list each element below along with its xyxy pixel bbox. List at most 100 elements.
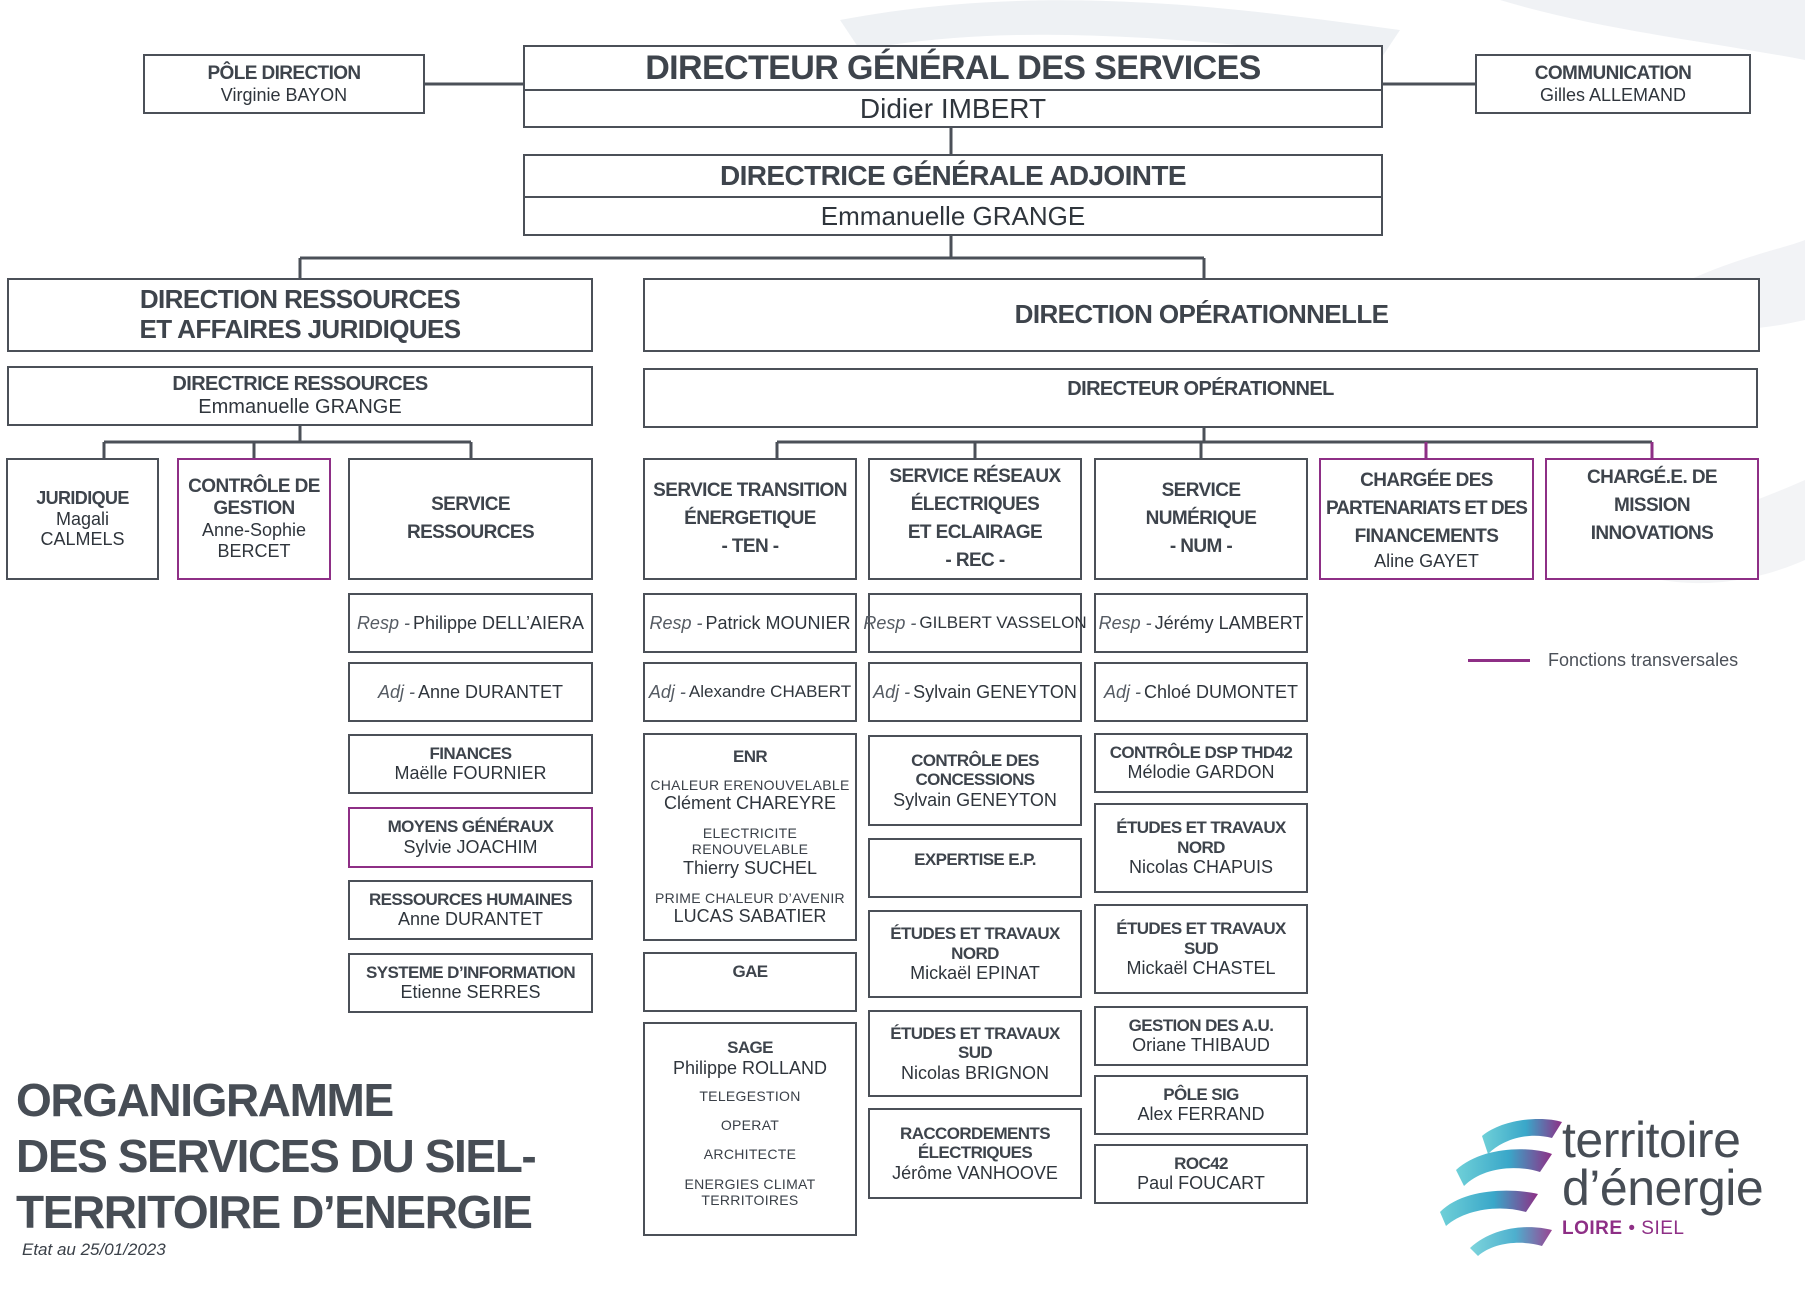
partenariats-name: Aline GAYET: [1374, 550, 1479, 571]
legend-label: Fonctions transversales: [1548, 650, 1739, 670]
ressources-resp-label: Resp -: [356, 612, 410, 633]
direction-ressources-title-1: DIRECTION RESSOURCES: [139, 284, 461, 315]
partenariats-title-2: PARTENARIATS ET DES: [1326, 497, 1528, 519]
rec-etudes-nord-title-1: ÉTUDES ET TRAVAUX: [890, 924, 1060, 944]
innovations-title-1: CHARGÉ.E. DE: [1586, 467, 1718, 488]
direction-operationnelle-title: DIRECTION OPÉRATIONNELLE: [1014, 299, 1389, 330]
service-ten-box: SERVICE TRANSITION ÉNERGETIQUE - TEN -: [643, 458, 857, 580]
ressources-humaines-name: Anne DURANTET: [397, 909, 544, 930]
num-etudes-nord-name: Nicolas CHAPUIS: [1128, 857, 1274, 878]
service-ressources-box: SERVICE RESSOURCES: [348, 458, 593, 580]
service-ten-title-1: SERVICE TRANSITION: [653, 480, 847, 501]
dgs-title: DIRECTEUR GÉNÉRAL DES SERVICES: [645, 49, 1261, 87]
raccordements-box: RACCORDEMENTS ÉLECTRIQUES Jérôme VANHOOV…: [868, 1108, 1082, 1199]
innovations-title-3: INNOVATIONS: [1590, 523, 1714, 544]
communication-title: COMMUNICATION: [1534, 62, 1692, 84]
dga-divider: [525, 196, 1381, 198]
direction-operationnelle-box: DIRECTION OPÉRATIONNELLE: [643, 278, 1760, 352]
ten-resp-box: Resp - Patrick MOUNIER: [643, 593, 857, 653]
enr-name-2: Thierry SUCHEL: [682, 857, 818, 878]
enr-name-3: LUCAS SABATIER: [673, 906, 827, 927]
legend: Fonctions transversales: [1468, 650, 1738, 671]
logo-line-1: territoire: [1562, 1112, 1741, 1168]
date-stamp: Etat au 25/01/2023: [22, 1240, 166, 1259]
rec-etudes-sud-name: Nicolas BRIGNON: [900, 1062, 1050, 1083]
sage-sub-4a: ENERGIES CLIMAT: [684, 1175, 816, 1192]
service-ressources-title-1: SERVICE: [431, 494, 510, 515]
service-num-title-3: - NUM -: [1169, 536, 1233, 557]
innovations-title-2: MISSION: [1613, 495, 1691, 516]
rec-adj-name: Sylvain GENEYTON: [913, 681, 1077, 702]
dgs-divider: [525, 89, 1381, 91]
gae-title: GAE: [732, 962, 768, 981]
direction-ressources-title-2: ET AFFAIRES JURIDIQUES: [139, 314, 462, 344]
num-etudes-sud-title-2: SUD: [1183, 938, 1219, 958]
logo-wordmark: territoire d’énergie: [1562, 1112, 1764, 1213]
pole-sig-box: PÔLE SIG Alex FERRAND: [1094, 1075, 1308, 1135]
directrice-ressources-title: DIRECTRICE RESSOURCES: [172, 373, 428, 395]
ten-adj-box: Adj - Alexandre CHABERT: [643, 662, 857, 722]
logo-subtitle: LOIRE • SIEL: [1562, 1218, 1684, 1240]
finances-name: Maëlle FOURNIER: [394, 763, 547, 784]
page-title-line-2: DES SERVICES DU SIEL-: [16, 1130, 537, 1182]
ressources-adj-box: Adj - Anne DURANTET: [348, 662, 593, 722]
systeme-information-box: SYSTEME D’INFORMATION Etienne SERRES: [348, 953, 593, 1013]
communication-name: Gilles ALLEMAND: [1539, 84, 1687, 105]
enr-box: ENR CHALEUR ERENOUVELABLE Clément CHAREY…: [643, 733, 857, 941]
ten-adj-name: Alexandre CHABERT: [688, 682, 852, 702]
dga-box: DIRECTRICE GÉNÉRALE ADJOINTE Emmanuelle …: [523, 154, 1383, 236]
pole-sig-title: PÔLE SIG: [1163, 1084, 1239, 1104]
rec-etudes-nord-name: Mickaël EPINAT: [910, 963, 1040, 984]
rec-etudes-sud-title-1: ÉTUDES ET TRAVAUX: [890, 1023, 1060, 1043]
gestion-au-title: GESTION DES A.U.: [1128, 1015, 1274, 1035]
systeme-information-name: Etienne SERRES: [400, 982, 541, 1003]
territoire-energie-wave-logo-icon: [1440, 1118, 1562, 1256]
finances-box: FINANCES Maëlle FOURNIER: [348, 734, 593, 794]
juridique-box: JURIDIQUE Magali CALMELS: [6, 458, 159, 580]
controle-dsp-title: CONTRÔLE DSP THD42: [1109, 742, 1293, 762]
partenariats-box: CHARGÉE DES PARTENARIATS ET DES FINANCEM…: [1319, 458, 1534, 580]
innovations-box: CHARGÉ.E. DE MISSION INNOVATIONS: [1545, 458, 1759, 580]
roc42-name: Paul FOUCART: [1137, 1173, 1265, 1194]
ten-adj-label: Adj -: [648, 681, 686, 702]
legend-swatch: [1468, 659, 1530, 662]
rec-etudes-sud-title-2: SUD: [957, 1043, 993, 1063]
page-title-line-3: TERRITOIRE D’ENERGIE: [16, 1186, 533, 1238]
enr-name-1: Clément CHAREYRE: [663, 792, 837, 813]
service-rec-title-4: - REC -: [945, 550, 1005, 571]
service-ressources-title-2: RESSOURCES: [406, 522, 535, 543]
dgs-name: Didier IMBERT: [859, 93, 1047, 124]
ressources-humaines-box: RESSOURCES HUMAINES Anne DURANTET: [348, 880, 593, 940]
rec-etudes-nord-box: ÉTUDES ET TRAVAUX NORD Mickaël EPINAT: [868, 910, 1082, 998]
raccordements-title-2: ÉLECTRIQUES: [917, 1143, 1033, 1163]
controle-gestion-box: CONTRÔLE DE GESTION Anne-Sophie BERCET: [177, 458, 331, 580]
moyens-generaux-name: Sylvie JOACHIM: [403, 836, 538, 857]
partenariats-title-3: FINANCEMENTS: [1354, 525, 1499, 547]
service-ten-title-2: ÉNERGETIQUE: [684, 508, 816, 529]
service-ten-title-3: - TEN -: [721, 536, 779, 557]
directeur-operationnel-title: DIRECTEUR OPÉRATIONNEL: [1067, 378, 1334, 400]
moyens-generaux-title: MOYENS GÉNÉRAUX: [387, 817, 554, 837]
logo-sub-bold: LOIRE: [1562, 1218, 1623, 1239]
juridique-title: JURIDIQUE: [36, 487, 129, 508]
finances-title: FINANCES: [429, 743, 512, 763]
rec-adj-box: Adj - Sylvain GENEYTON: [868, 662, 1082, 722]
gestion-au-name: Oriane THIBAUD: [1132, 1035, 1270, 1056]
enr-sub-1: CHALEUR ERENOUVELABLE: [650, 776, 850, 793]
expertise-ep-box: EXPERTISE E.P.: [868, 838, 1082, 898]
enr-title: ENR: [732, 747, 768, 766]
num-etudes-nord-title-2: NORD: [1177, 837, 1225, 857]
service-num-title-1: SERVICE: [1161, 480, 1241, 501]
num-adj-label: Adj -: [1103, 681, 1141, 702]
service-num-box: SERVICE NUMÉRIQUE - NUM -: [1094, 458, 1308, 580]
num-etudes-nord-title-1: ÉTUDES ET TRAVAUX: [1116, 818, 1286, 838]
sage-sub-1: TELEGESTION: [699, 1088, 801, 1105]
expertise-ep-title: EXPERTISE E.P.: [914, 850, 1036, 869]
ressources-resp-box: Resp - Philippe DELL’AIERA: [348, 593, 593, 653]
num-resp-label: Resp -: [1098, 612, 1152, 633]
roc42-box: ROC42 Paul FOUCART: [1094, 1144, 1308, 1204]
gestion-au-box: GESTION DES A.U. Oriane THIBAUD: [1094, 1006, 1308, 1066]
dga-name: Emmanuelle GRANGE: [820, 201, 1086, 231]
ten-resp-name: Patrick MOUNIER: [705, 612, 851, 633]
